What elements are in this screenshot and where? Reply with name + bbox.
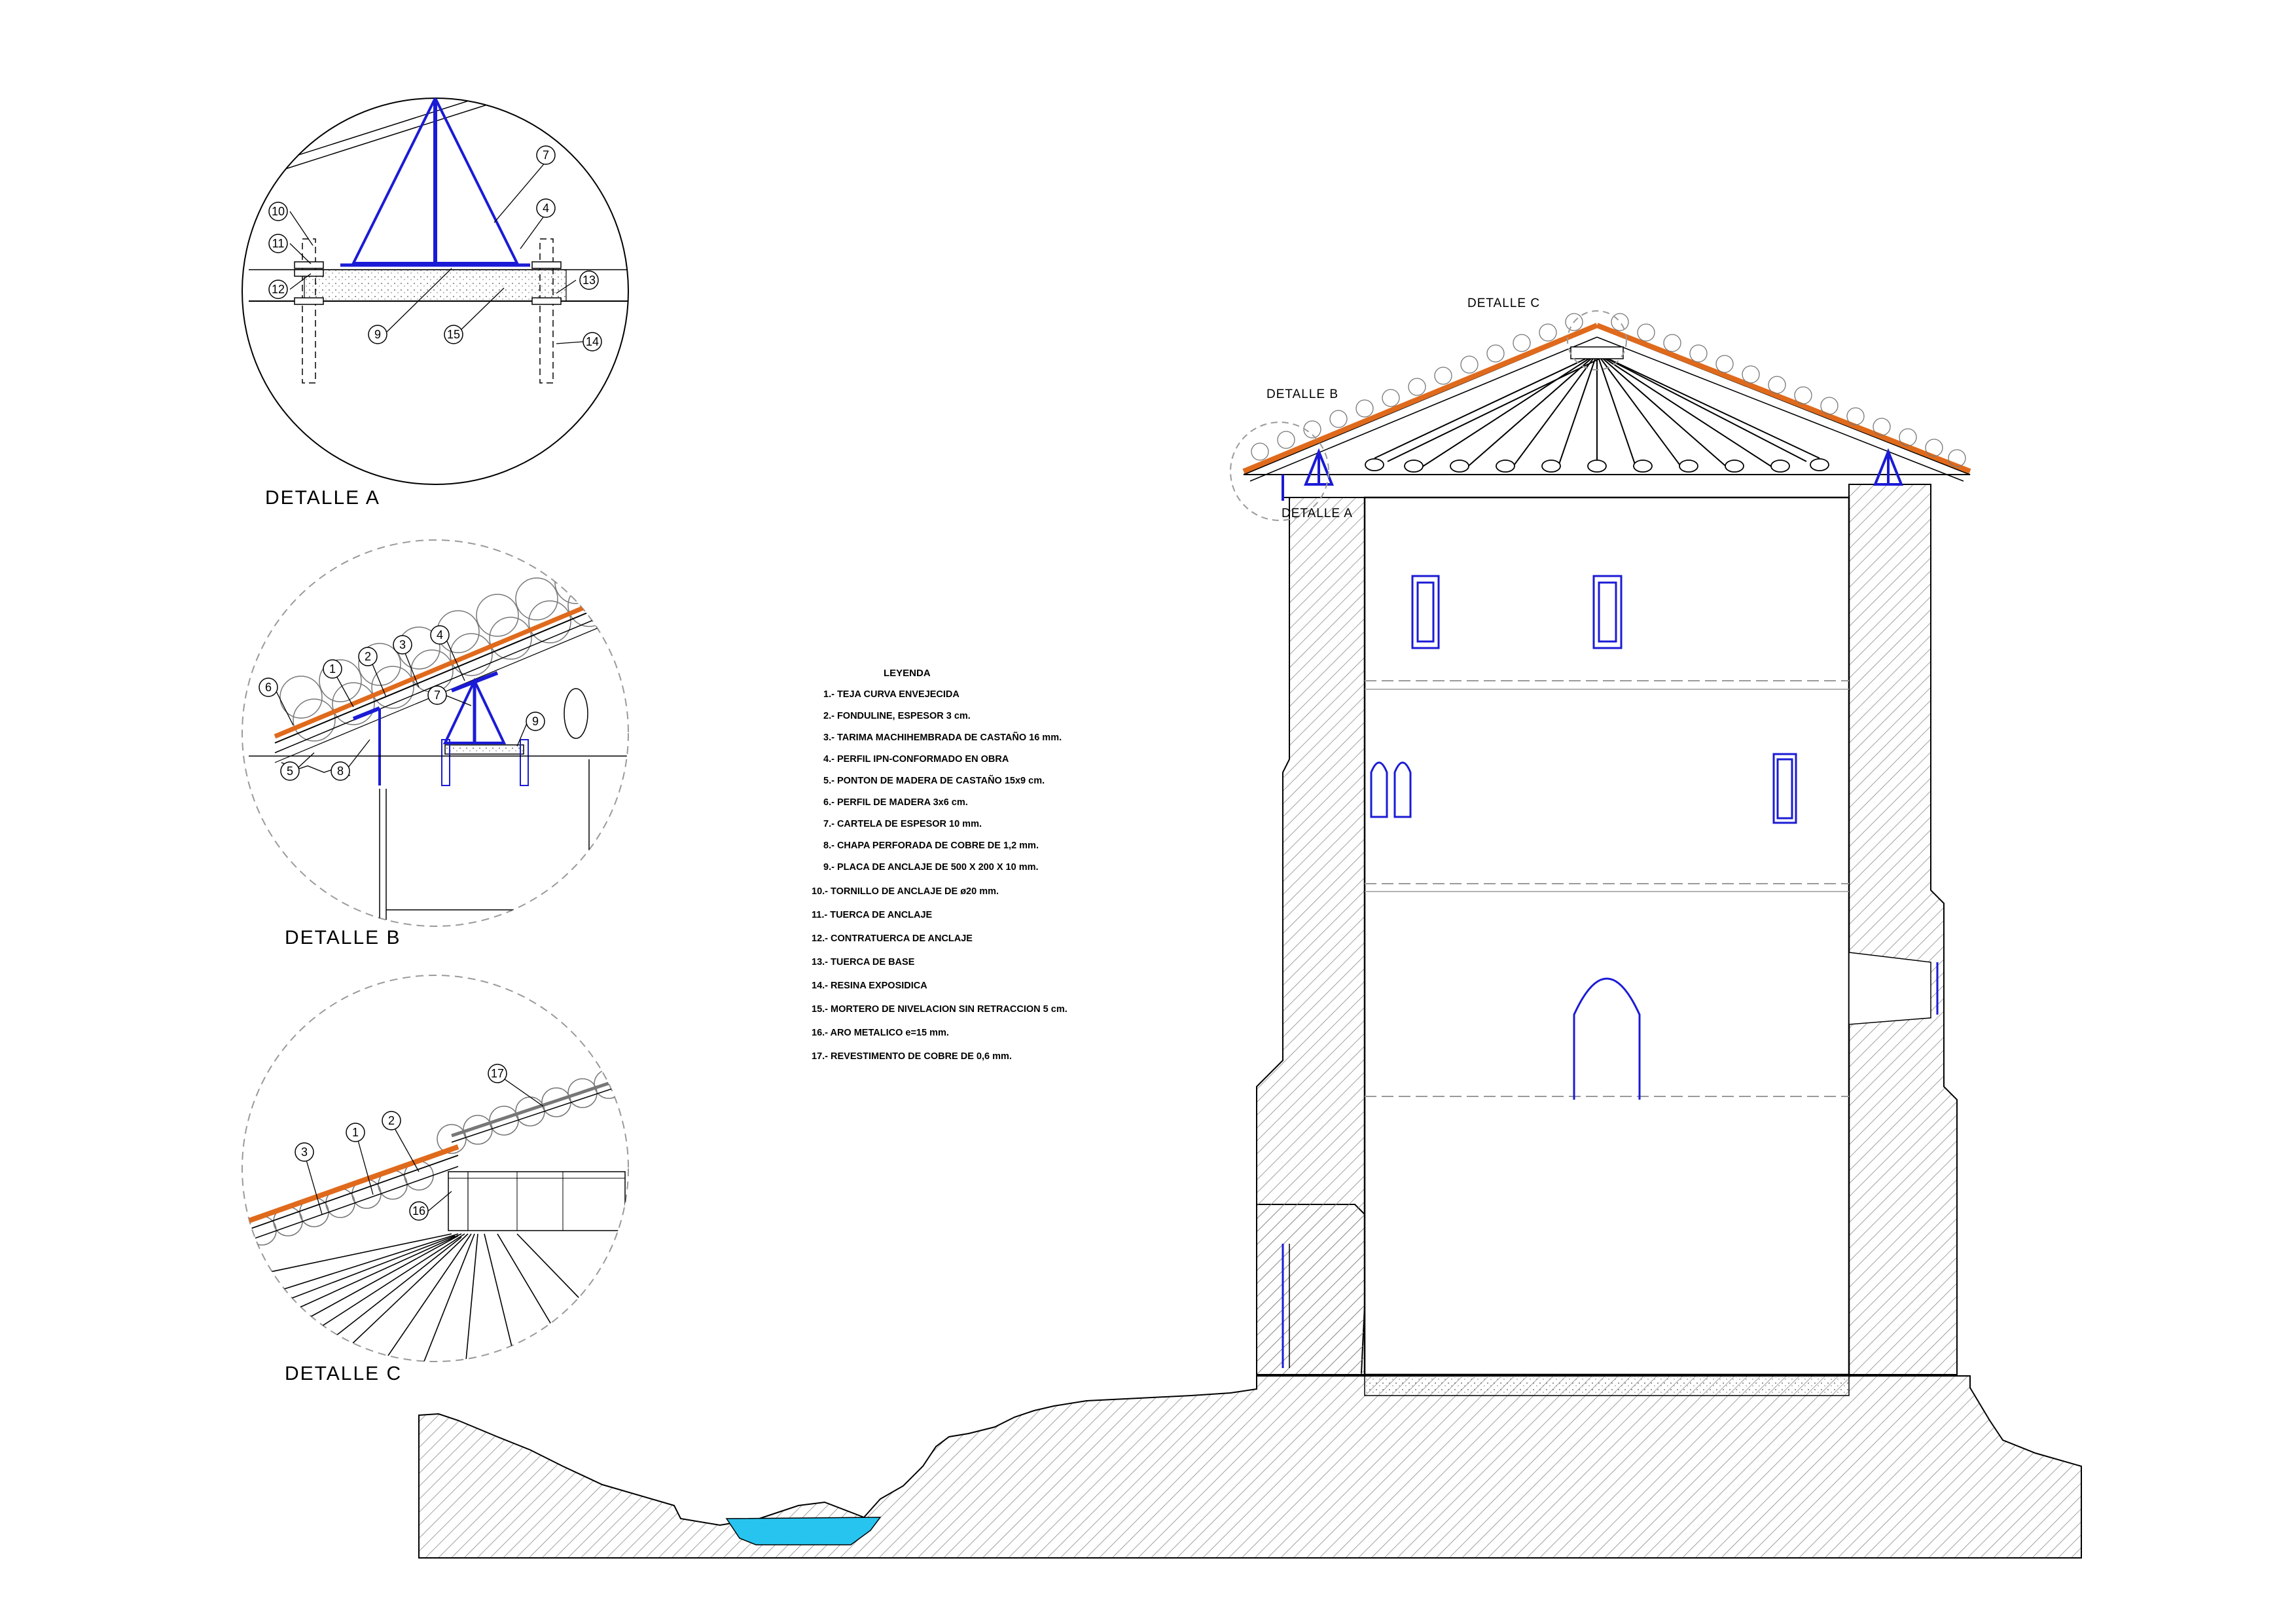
callout-b-3: 3: [393, 635, 412, 655]
legend-item: 2.- FONDULINE, ESPESOR 3 cm.: [823, 711, 971, 721]
callout-number: 9: [374, 328, 381, 341]
callout-number: 11: [272, 237, 285, 250]
legend: LEYENDA 1.- TEJA CURVA ENVEJECIDA 2.- FO…: [812, 668, 1067, 1062]
callout-a-9: 9: [368, 325, 387, 344]
legend-item: 13.- TUERCA DE BASE: [812, 957, 915, 967]
legend-item: 15.- MORTERO DE NIVELACION SIN RETRACCIO…: [812, 1004, 1067, 1015]
callout-number: 13: [583, 274, 596, 287]
callout-c-3: 3: [295, 1142, 314, 1162]
legend-item: 6.- PERFIL DE MADERA 3x6 cm.: [823, 797, 968, 808]
legend-item: 8.- CHAPA PERFORADA DE COBRE DE 1,2 mm.: [823, 840, 1039, 851]
callout-b-9: 9: [526, 712, 545, 731]
callout-a-4: 4: [536, 198, 556, 218]
callout-number: 4: [437, 628, 443, 641]
right-wall: [1848, 484, 1958, 1375]
callout-c-17: 17: [488, 1064, 507, 1083]
elevation-detail-c-tag: DETALLE C: [1467, 297, 1540, 310]
river-water: [725, 1517, 882, 1545]
elevation-detail-a-tag: DETALLE A: [1282, 507, 1353, 520]
legend-item: 11.- TUERCA DE ANCLAJE: [812, 910, 933, 920]
callout-b-2: 2: [358, 647, 378, 666]
legend-item: 17.- REVESTIMENTO DE COBRE DE 0,6 mm.: [812, 1051, 1012, 1062]
legend-item: 4.- PERFIL IPN-CONFORMADO EN OBRA: [823, 754, 1009, 765]
detail-c-title: DETALLE C: [285, 1363, 402, 1384]
callout-b-1: 1: [323, 659, 342, 679]
callout-number: 9: [532, 715, 539, 728]
legend-title: LEYENDA: [884, 668, 931, 679]
detail-c-circle: [242, 975, 629, 1362]
detail-b-circle: [242, 539, 629, 927]
legend-item: 16.- ARO METALICO e=15 mm.: [812, 1028, 949, 1038]
callout-number: 5: [287, 765, 293, 778]
roof: [1242, 313, 1971, 501]
callout-a-14: 14: [583, 332, 602, 352]
floor-slab: [1364, 1374, 1850, 1396]
callout-number: 12: [272, 283, 285, 296]
detail-c: 3 1 2 17 16 DETALLE C: [242, 975, 629, 1384]
left-wall: [1256, 497, 1365, 1375]
callout-number: 6: [265, 681, 272, 694]
callout-number: 1: [329, 662, 336, 676]
callout-b-7: 7: [427, 685, 447, 705]
callout-number: 16: [412, 1204, 425, 1218]
legend-item: 1.- TEJA CURVA ENVEJECIDA: [823, 689, 960, 700]
callout-number: 10: [272, 205, 285, 218]
callout-b-5: 5: [280, 761, 300, 781]
callout-number: 15: [447, 328, 460, 341]
elevation-detail-b-circle: [1230, 422, 1329, 521]
callout-number: 4: [543, 202, 549, 215]
tower-interior: [1363, 496, 1850, 1376]
callout-c-2: 2: [382, 1111, 401, 1130]
callout-number: 3: [399, 638, 406, 651]
legend-item: 3.- TARIMA MACHIHEMBRADA DE CASTAÑO 16 m…: [823, 731, 1062, 743]
callout-number: 7: [543, 149, 549, 162]
callout-a-10: 10: [268, 202, 288, 221]
callout-number: 2: [365, 650, 371, 663]
callout-b-8: 8: [331, 761, 350, 781]
callout-number: 7: [434, 689, 440, 702]
callout-number: 8: [337, 765, 344, 778]
detail-b-title: DETALLE B: [285, 927, 401, 948]
callout-number: 3: [301, 1146, 308, 1159]
callout-number: 2: [388, 1114, 395, 1127]
legend-item: 7.- CARTELA DE ESPESOR 10 mm.: [823, 819, 982, 829]
terrain: [418, 1204, 2082, 1559]
callout-a-11: 11: [268, 234, 288, 253]
tower-section: DETALLE C DETALLE B DETALLE A: [418, 297, 2082, 1559]
callout-a-13: 13: [579, 270, 599, 290]
legend-item: 14.- RESINA EXPOSIDICA: [812, 981, 927, 991]
callout-b-4: 4: [430, 625, 450, 645]
elevation-detail-b-tag: DETALLE B: [1266, 388, 1338, 401]
elevation-detail-c-circle: [1567, 310, 1627, 370]
legend-item: 5.- PONTON DE MADERA DE CASTAÑO 15x9 cm.: [823, 774, 1045, 786]
callout-a-15: 15: [444, 325, 463, 344]
legend-item: 9.- PLACA DE ANCLAJE DE 500 X 200 X 10 m…: [823, 862, 1039, 873]
callout-a-7: 7: [536, 145, 556, 165]
callout-a-12: 12: [268, 280, 288, 299]
callout-number: 1: [352, 1126, 359, 1139]
legend-item: 12.- CONTRATUERCA DE ANCLAJE: [812, 933, 973, 944]
callout-c-16: 16: [409, 1201, 429, 1221]
callout-number: 14: [586, 335, 599, 348]
detail-a: 10 11 12 7 4 9 15 13 14 DETALLE A: [242, 98, 629, 509]
callout-b-6: 6: [259, 677, 278, 697]
callout-number: 17: [491, 1067, 504, 1080]
callout-c-1: 1: [346, 1123, 365, 1142]
detail-a-title: DETALLE A: [265, 487, 380, 509]
detail-b: 6 1 2 3 4 7 5 8 9 DETALLE B: [242, 539, 629, 948]
legend-item: 10.- TORNILLO DE ANCLAJE DE ø20 mm.: [812, 886, 999, 897]
